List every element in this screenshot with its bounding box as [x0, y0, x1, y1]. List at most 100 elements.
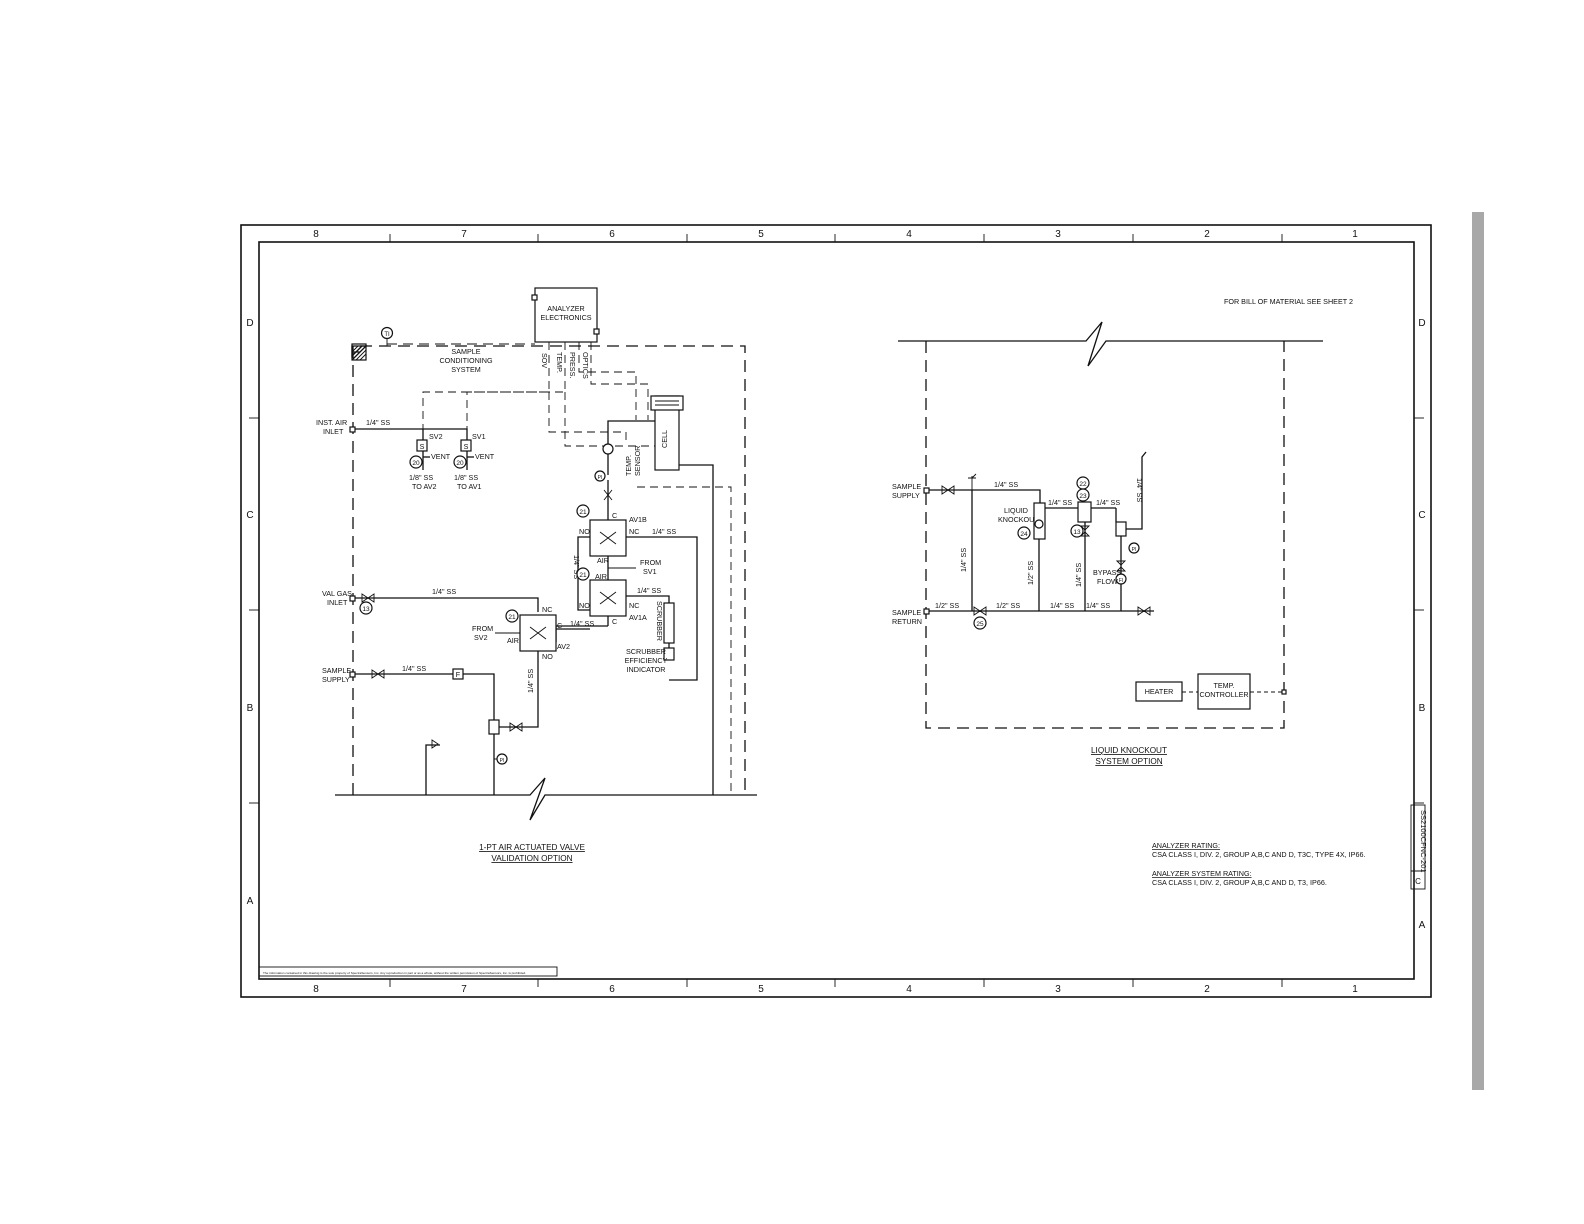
- vertical-scrollbar[interactable]: [1472, 212, 1484, 1090]
- liquid-knockout-diagram: SAMPLE SUPPLY 1/4" SS 1/4" SS LIQUID KNO…: [892, 321, 1323, 766]
- av2-air-label: AIR: [507, 636, 519, 645]
- val-gas-pipe-label: 1/4" SS: [432, 587, 456, 596]
- av1a-air-label: AIR: [595, 572, 607, 581]
- av1a-label: AV1A: [629, 613, 647, 622]
- tag-21-av1b: [576, 504, 590, 518]
- ti-label: TI: [384, 332, 390, 338]
- row-label-left-b: B: [247, 703, 254, 714]
- av1b-outlet-pipe-label: 1/4" SS: [652, 527, 676, 536]
- left-diagram-title-2: VALIDATION OPTION: [491, 854, 572, 863]
- av1a-no-label: NO: [579, 601, 590, 610]
- lk-return-pipe-label-3: 1/4" SS: [1050, 601, 1074, 610]
- analyzer-electronics-label-1: ANALYZER: [547, 304, 584, 313]
- tag-25: [973, 616, 987, 630]
- sv2-outlet-label-1: 1/8" SS: [409, 473, 433, 482]
- right-diagram-title-1: LIQUID KNOCKOUT: [1091, 746, 1167, 755]
- col-label-bottom-7: 7: [461, 984, 467, 995]
- pi-gauge-lk: [1128, 542, 1140, 554]
- signal-label-sov: SOV: [540, 353, 549, 368]
- left-diagram-title-1: 1-PT AIR ACTUATED VALVE: [479, 843, 585, 852]
- tag-24: [1017, 526, 1031, 540]
- sv1-s-label: S: [464, 442, 469, 451]
- sv1-vent-label: VENT: [475, 452, 495, 461]
- row-label-left-a: A: [247, 896, 254, 907]
- val-gas-label-1: VAL GAS: [322, 589, 352, 598]
- analyzer-rating-title: ANALYZER RATING:: [1152, 841, 1220, 850]
- lk-bypass-tee: [1115, 521, 1127, 537]
- col-label-bottom-1: 1: [1352, 984, 1358, 995]
- fi-label: FI: [1119, 578, 1123, 584]
- sv2-tag-20: 20: [412, 460, 420, 467]
- col-label-top-7: 7: [461, 229, 467, 240]
- lk-return-pipe-label-2: 1/2" SS: [996, 601, 1020, 610]
- scrubber-label: SCRUBBER: [655, 601, 664, 641]
- scrubber-indicator-label-1: SCRUBBER: [626, 647, 666, 656]
- row-label-left-c: C: [246, 510, 253, 521]
- row-label-left-d: D: [246, 318, 253, 329]
- sample-filter-label: F: [456, 670, 461, 679]
- tag-25-label: 25: [976, 621, 984, 628]
- cell-inlet-valve: [602, 443, 614, 455]
- from-sv2-label-2: SV2: [474, 633, 488, 642]
- cell-label: CELL: [660, 430, 669, 448]
- scs-label-3: SYSTEM: [451, 365, 481, 374]
- sample-supply-label-2: SUPPLY: [322, 675, 350, 684]
- sample-filter: [452, 668, 464, 680]
- col-label-bottom-6: 6: [609, 984, 615, 995]
- system-rating-text: CSA CLASS I, DIV. 2, GROUP A,B,C AND D, …: [1152, 878, 1327, 887]
- from-sv1-label-1: FROM: [640, 558, 661, 567]
- lk-return-pipe-label-4: 1/4" SS: [1086, 601, 1110, 610]
- sv2-s-label: S: [420, 442, 425, 451]
- sv2-outlet-label-2: TO AV2: [412, 482, 437, 491]
- lk-supply-pipe-label: 1/4" SS: [994, 480, 1018, 489]
- tag-13-lk-label: 13: [1073, 529, 1081, 536]
- lk-drain-pipe-label: 1/2" SS: [1026, 561, 1035, 585]
- liquid-knockout-label-1: LIQUID: [1004, 506, 1028, 515]
- tag-24-label: 24: [1020, 531, 1028, 538]
- sv2-vent-label: VENT: [431, 452, 451, 461]
- from-sv1-label-2: SV1: [643, 567, 657, 576]
- tag-21-av1a-label: 21: [579, 572, 587, 579]
- analyzer-electronics-box: [534, 287, 598, 343]
- sv2-solenoid: [416, 439, 428, 452]
- tag-13-valgas-label: 13: [362, 606, 370, 613]
- lk-bypass-drain-pipe-label: 1/4" SS: [1074, 563, 1083, 587]
- lk-sample-return-label-2: RETURN: [892, 617, 922, 626]
- col-label-bottom-4: 4: [906, 984, 912, 995]
- bom-note: FOR BILL OF MATERIAL SEE SHEET 2: [1224, 297, 1353, 306]
- av1a-nc-label: NC: [629, 601, 639, 610]
- inst-air-pipe-label: 1/4" SS: [366, 418, 390, 427]
- revision-letter: C: [1415, 877, 1421, 886]
- scrubber-indicator-label-3: INDICATOR: [627, 665, 666, 674]
- pi-label-lk: PI: [1132, 547, 1137, 553]
- temp-controller-label-1: TEMP.: [1213, 681, 1234, 690]
- av2-nc-label: NC: [542, 605, 552, 614]
- av1b-c-label: C: [612, 511, 617, 520]
- inst-air-label-2: INLET: [323, 427, 344, 436]
- av1a-pipe-label: 1/4" SS: [637, 586, 661, 595]
- bypass-flow-label-1: BYPASS: [1093, 568, 1121, 577]
- signal-label-press: PRESS.: [568, 352, 577, 378]
- av1b-air-label: AIR: [597, 556, 609, 565]
- drawing-number: SS2100CFNC-201: [1419, 810, 1428, 873]
- col-label-top-3: 3: [1055, 229, 1061, 240]
- sample-supply-pipe-label: 1/4" SS: [402, 664, 426, 673]
- bypass-flow-label-2: FLOW: [1097, 577, 1118, 586]
- row-label-right-d: D: [1418, 318, 1425, 329]
- av1a-c-label: C: [612, 617, 617, 626]
- scrubber-vessel: [663, 602, 675, 644]
- row-label-right-a: A: [1419, 920, 1426, 931]
- temp-sensor-label-1: TEMP.: [624, 455, 633, 476]
- from-sv2-label-1: FROM: [472, 624, 493, 633]
- system-rating-title: ANALYZER SYSTEM RATING:: [1152, 869, 1252, 878]
- av2-c-label: C: [557, 621, 562, 630]
- analyzer-rating-text: CSA CLASS I, DIV. 2, GROUP A,B,C AND D, …: [1152, 850, 1365, 859]
- scs-label-1: SAMPLE: [451, 347, 480, 356]
- air-actuated-valve-diagram: ANALYZER ELECTRONICS TI SAMPLE CONDITION…: [316, 287, 757, 863]
- lk-ko-outlet-pipe-label: 1/4" SS: [1048, 498, 1072, 507]
- sv1-outlet-label-2: TO AV1: [457, 482, 482, 491]
- col-label-top-8: 8: [313, 229, 319, 240]
- lk-regulator-outlet-pipe-label: 1/4" SS: [1096, 498, 1120, 507]
- lk-sample-return-label-1: SAMPLE: [892, 608, 921, 617]
